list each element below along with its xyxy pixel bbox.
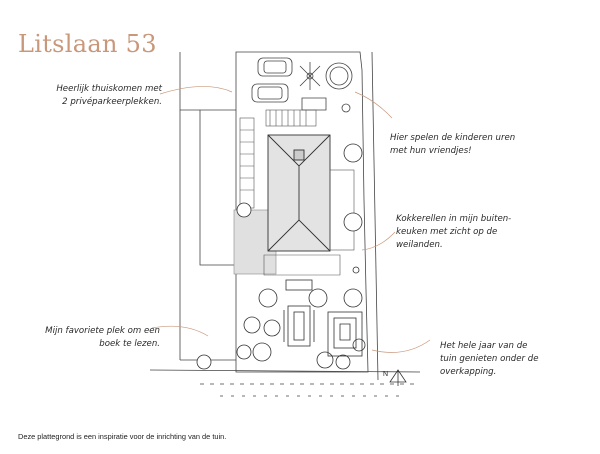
callout-favorite: Mijn favoriete plek om een boek te lezen… [45,326,160,349]
callout-kitchen: Kokkerellen in mijn buiten- keuken met z… [396,214,512,250]
compass-label: N [383,371,389,378]
callout-parking: Heerlijk thuiskomen met 2 privéparkeerpl… [56,84,162,107]
page-title: Litslaan 53 [18,30,157,58]
footer-note: Deze plattegrond is een inspiratie voor … [18,432,227,441]
play-area [299,62,353,113]
callout-lines [151,86,431,353]
house-roof [267,134,331,252]
outdoor-table [283,266,360,347]
plot-outline [235,51,369,373]
parking-cars [251,57,293,103]
callout-kids: Hier spelen de kinderen uren met hun vri… [390,133,516,156]
callout-year-round: Het hele jaar van de tuin genieten onder… [440,341,539,377]
trees [196,143,366,370]
covered-lounge [327,311,363,357]
compass-icon [389,369,407,386]
